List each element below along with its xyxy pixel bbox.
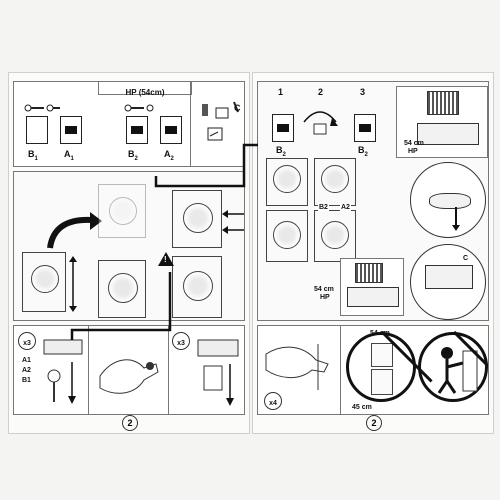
tag-c: C bbox=[463, 255, 469, 262]
parts-panel: HP (54cm) B1 A1 B2 A2 C bbox=[13, 81, 245, 167]
dryer-stacked bbox=[172, 190, 222, 248]
screw-set-icon bbox=[24, 104, 60, 112]
foot-adjust-icon bbox=[43, 339, 83, 404]
label-b1: B1 bbox=[28, 149, 38, 162]
label-a2: A2 bbox=[164, 149, 174, 162]
warnings-panel: x4 54 cm 45 cm bbox=[257, 325, 489, 415]
label-b2: B2 bbox=[358, 145, 368, 158]
hardware-icon bbox=[202, 101, 239, 141]
model-label: HP bbox=[320, 294, 330, 301]
label-b2: B2 bbox=[128, 149, 138, 162]
push-arrows-icon bbox=[222, 210, 244, 234]
left-instruction-sheet: HP (54cm) B1 A1 B2 A2 C bbox=[8, 72, 250, 434]
dryer bbox=[266, 158, 308, 206]
zoom-detail-bottom: C bbox=[410, 244, 486, 320]
step-2: 2 bbox=[318, 87, 324, 97]
machine bbox=[22, 252, 66, 312]
no-sign-icon bbox=[418, 332, 488, 402]
count-badge: x4 bbox=[264, 392, 282, 410]
label-a1: A1 bbox=[64, 149, 74, 162]
card-b2 bbox=[354, 114, 376, 142]
screw-set-icon bbox=[124, 104, 154, 112]
dimension-label: 54 cm bbox=[314, 286, 334, 293]
washer bbox=[314, 210, 356, 262]
dimension-45: 45 cm bbox=[352, 404, 372, 411]
panel-install-icon bbox=[197, 339, 239, 406]
no-sign-icon bbox=[346, 332, 416, 402]
zoom-detail-top bbox=[410, 162, 486, 238]
header-box: HP (54cm) bbox=[98, 82, 192, 97]
stacking-panel bbox=[13, 171, 245, 321]
curved-arrow-icon bbox=[47, 212, 102, 249]
detail-box bbox=[396, 86, 488, 158]
vertical-arrow-icon bbox=[69, 256, 77, 312]
dryer bbox=[314, 158, 356, 206]
step-1: 1 bbox=[278, 87, 284, 97]
strap-install-icon bbox=[265, 344, 329, 390]
detail-box-bottom bbox=[340, 258, 404, 316]
count-badge: x3 bbox=[18, 332, 36, 350]
count-badge: x3 bbox=[172, 332, 190, 350]
warning-icon bbox=[158, 252, 174, 266]
dimension-label: 54 cm bbox=[404, 140, 424, 147]
step-3: 3 bbox=[360, 87, 366, 97]
hand-icon bbox=[99, 359, 159, 394]
page-number: 2 bbox=[122, 415, 138, 431]
page-number: 2 bbox=[366, 415, 382, 431]
model-label: HP bbox=[408, 148, 418, 155]
header-title: HP (54cm) bbox=[125, 88, 165, 97]
tag-b2: B2 bbox=[318, 204, 329, 211]
dryer-faded bbox=[98, 184, 146, 238]
assembly-panel: 1 2 3 B2 B2 54 cm HP B2 A2 bbox=[257, 81, 489, 321]
card-b1 bbox=[26, 116, 48, 144]
rotate-part-icon bbox=[303, 111, 338, 135]
label-c: C bbox=[234, 103, 241, 113]
label-b2: B2 bbox=[276, 145, 286, 158]
card-b2 bbox=[126, 116, 148, 144]
right-instruction-sheet: 1 2 3 B2 B2 54 cm HP B2 A2 bbox=[252, 72, 494, 434]
dimension-54: 54 cm bbox=[370, 330, 390, 337]
card-b2 bbox=[272, 114, 294, 142]
washer bbox=[98, 260, 146, 318]
tag-a2: A2 bbox=[340, 204, 351, 211]
washer-stacked bbox=[172, 256, 222, 318]
washer bbox=[266, 210, 308, 262]
